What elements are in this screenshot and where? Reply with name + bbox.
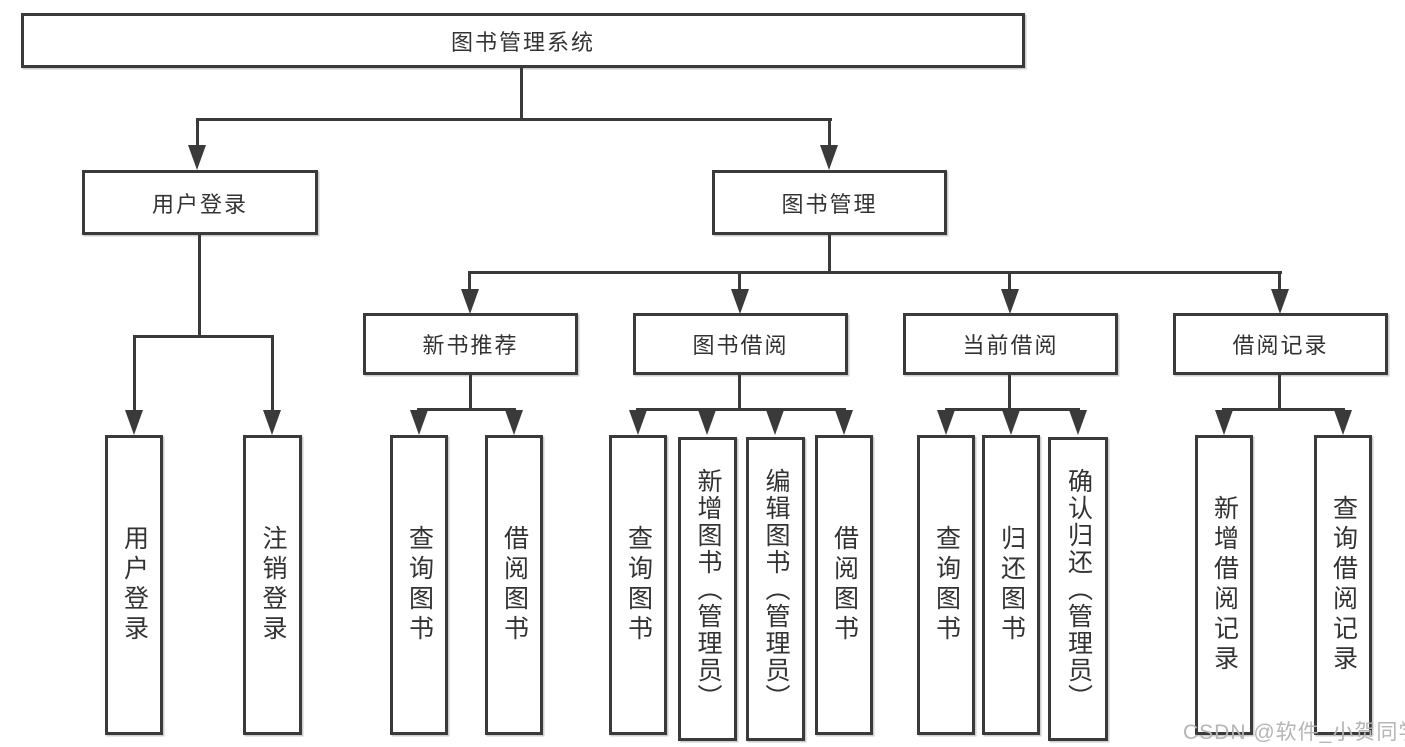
node-leaf-current-confirm-admin: 确认归还（管理员） [1048,437,1108,741]
node-borrow-records-label: 借阅记录 [1232,333,1329,358]
connector-current-borrow-hline [945,408,1080,411]
node-book-borrow: 图书借阅 [633,313,848,375]
connector-borrow-records-stem [1278,375,1281,408]
leaf-label: 查询图书 [624,525,653,645]
arrow-down-icon [835,410,853,435]
node-borrow-records: 借阅记录 [1173,313,1388,375]
node-book-borrow-label: 图书借阅 [692,333,789,358]
leaf-label: 新增图书（管理员） [694,467,722,711]
leaf-label: 注销登录 [259,525,287,645]
leaf-label: 查询图书 [932,525,961,645]
connector-borrow-records-hline [1222,408,1345,411]
leaf-label: 用户登录 [120,525,149,645]
connector-book-management-stem [828,235,831,271]
connector-drop-new-book [468,271,471,291]
leaf-label: 编辑图书（管理员） [762,467,790,711]
node-leaf-record-query: 查询借阅记录 [1314,435,1372,735]
connector-drop-borrow-records [1278,271,1281,291]
arrow-down-icon [125,410,143,435]
arrow-down-icon [1334,410,1352,435]
connector-drop-book-borrow [738,271,741,291]
node-leaf-record-add: 新增借阅记录 [1195,435,1253,735]
arrow-down-icon [766,410,784,435]
node-current-borrow-label: 当前借阅 [962,333,1059,358]
connector-current-borrow-stem [1008,375,1011,408]
connector-user-login-hline [133,335,274,338]
node-new-book-recommend-label: 新书推荐 [422,333,519,358]
connector-level1-hline [196,118,832,121]
connector-drop-leaf-logout [271,335,274,412]
csdn-watermark: CSDN @软件_小贺同学 [1183,721,1405,744]
connector-drop-book-management [828,118,831,148]
node-current-borrow: 当前借阅 [903,313,1118,375]
connector-user-login-stem [198,235,201,335]
node-leaf-bookborrow-borrow: 借阅图书 [815,435,873,735]
node-new-book-recommend: 新书推荐 [363,313,578,375]
arrow-down-icon [1215,410,1233,435]
node-leaf-user-login: 用户登录 [105,435,163,735]
arrow-down-icon [629,410,647,435]
node-user-login-label: 用户登录 [151,191,248,217]
arrow-down-icon [263,410,281,435]
arrow-down-icon [1069,410,1087,435]
node-root-label: 图书管理系统 [450,29,595,55]
node-leaf-current-query: 查询图书 [917,435,975,735]
connector-level2-hline [468,271,1282,274]
connector-book-borrow-stem [738,375,741,408]
arrow-down-icon [505,410,523,435]
arrow-down-icon [188,145,206,170]
node-leaf-current-return: 归还图书 [982,435,1040,735]
leaf-label: 借阅图书 [500,525,529,645]
leaf-label: 查询借阅记录 [1329,495,1358,675]
arrow-down-icon [820,145,838,170]
connector-new-book-stem [469,375,472,408]
node-leaf-newbook-query: 查询图书 [390,435,448,735]
leaf-label: 查询图书 [405,525,434,645]
connector-drop-current-borrow [1008,271,1011,291]
node-leaf-bookborrow-query: 查询图书 [609,435,667,735]
arrow-down-icon [410,410,428,435]
arrow-down-icon [461,289,479,314]
arrow-down-icon [731,289,749,314]
node-leaf-bookborrow-add-admin: 新增图书（管理员） [678,437,737,741]
leaf-label: 确认归还（管理员） [1064,467,1093,711]
node-leaf-newbook-borrow: 借阅图书 [485,435,543,735]
node-leaf-logout: 注销登录 [243,435,302,735]
node-leaf-bookborrow-edit-admin: 编辑图书（管理员） [746,437,805,741]
leaf-label: 归还图书 [997,525,1026,645]
node-user-login: 用户登录 [82,170,318,235]
connector-book-borrow-hline [636,408,846,411]
node-book-management: 图书管理 [712,170,947,235]
leaf-label: 新增借阅记录 [1210,495,1239,675]
arrow-down-icon [1002,410,1020,435]
leaf-label: 借阅图书 [830,525,859,645]
connector-new-book-hline [417,408,516,411]
arrow-down-icon [1271,289,1289,314]
arrow-down-icon [698,410,716,435]
node-book-management-label: 图书管理 [781,191,878,217]
connector-drop-leaf-user-login [133,335,136,412]
connector-drop-user-login [196,118,199,148]
connector-root-stem [520,68,523,118]
arrow-down-icon [937,410,955,435]
node-root: 图书管理系统 [21,13,1025,68]
arrow-down-icon [1001,289,1019,314]
